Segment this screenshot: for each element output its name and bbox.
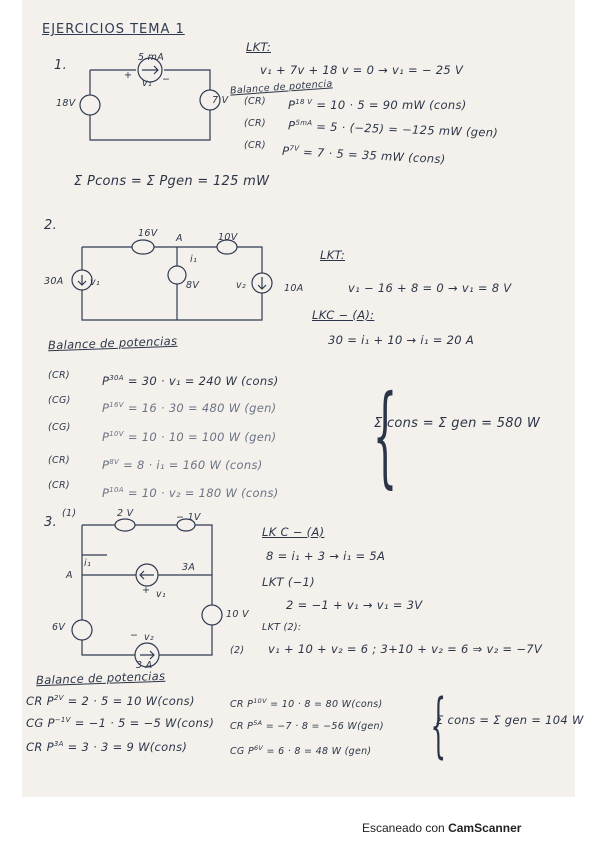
ex3-v1: v₁ <box>156 589 167 600</box>
ex3-label-3a-bottom: 3 A <box>136 660 153 671</box>
ex3-lkc-heading: LK C − (A) <box>262 525 325 539</box>
ex1-plus: + <box>124 70 133 81</box>
ex3-label-3a: 3A <box>182 562 196 573</box>
ex3-loop2: (2) <box>230 645 245 656</box>
ex1-minus: − <box>162 74 171 85</box>
ex2-v1: v₁ <box>90 277 101 288</box>
ex1-v1: v₁ <box>142 78 153 89</box>
ex3-label-m1v: − 1V <box>176 512 201 523</box>
ex1-label-18v: 18V <box>56 98 76 109</box>
ex1-balance-heading: Balance de potencia <box>229 78 333 97</box>
ex3-number: 3. <box>44 515 58 530</box>
page-title: EJERCICIOS TEMA 1 <box>42 22 185 37</box>
ex3-v2: v₂ <box>144 632 155 643</box>
ex3-lkt2-equation: v₁ + 10 + v₂ = 6 ; 3+10 + v₂ = 6 ⇒ v₂ = … <box>268 642 543 656</box>
ex3-label-2v: 2 V <box>117 508 134 519</box>
ex2-label-30a: 30A <box>44 276 64 287</box>
ex1-sum: Σ Pcons = Σ Pgen = 125 mW <box>74 174 270 189</box>
ex2-balance-heading: Balance de potencias <box>47 333 178 353</box>
ex3-brace: { <box>430 684 447 766</box>
ex3-mark: (1) <box>62 508 77 519</box>
scanner-watermark: Escaneado con CamScanner <box>362 821 521 835</box>
ex2-lkc-heading: LKC − (A): <box>312 308 375 322</box>
ex1-lkt-equation: v₁ + 7v + 18 v = 0 → v₁ = − 25 V <box>260 63 464 77</box>
scanned-sheet: EJERCICIOS TEMA 1 1. 5 mA + v₁ − 18V 7 V… <box>22 0 583 797</box>
ex2-brace: { <box>372 371 398 499</box>
ex2-number: 2. <box>44 218 58 233</box>
ex2-label-16v: 16V <box>138 228 158 239</box>
ex3-minus: − <box>130 630 139 641</box>
ex3-lkt2-heading: LKT (2): <box>262 622 302 633</box>
ex2-i1: i₁ <box>190 254 198 265</box>
ex2-lkt-equation: v₁ − 16 + 8 = 0 → v₁ = 8 V <box>348 281 512 295</box>
ex3-label-6v: 6V <box>52 622 66 633</box>
ex3-balance-heading: Balance de potencias <box>35 668 166 688</box>
ex1-label-7v: 7 V <box>212 95 229 106</box>
ex3-lkt1-heading: LKT (−1) <box>262 575 315 589</box>
ex3-circuit <box>77 520 222 665</box>
ex2-node-a: A <box>176 233 183 244</box>
ex1-lkt-heading: LKT: <box>246 40 271 54</box>
ex2-label-10v: 10V <box>218 232 238 243</box>
ex1-number: 1. <box>54 58 68 73</box>
ex2-circuit <box>72 235 282 325</box>
ex2-label-10a: 10A <box>284 283 304 294</box>
ex1-circuit <box>70 60 230 145</box>
ex3-plus: + <box>142 585 151 596</box>
ex2-lkt-heading: LKT: <box>320 248 345 262</box>
ex2-sum: Σ cons = Σ gen = 580 W <box>374 416 541 431</box>
ex3-lkt1-equation: 2 = −1 + v₁ → v₁ = 3V <box>286 598 423 612</box>
ex3-sum: Σ cons = Σ gen = 104 W <box>436 713 584 727</box>
ex2-lkc-equation: 30 = i₁ + 10 → i₁ = 20 A <box>328 333 475 347</box>
ex3-label-10v: 10 V <box>226 609 249 620</box>
ex2-label-8v: 8V <box>186 280 200 291</box>
ex3-lkc-equation: 8 = i₁ + 3 → i₁ = 5A <box>266 549 386 563</box>
ex3-node-a: A <box>66 570 73 581</box>
watermark-brand: CamScanner <box>448 821 522 835</box>
ex1-label-5ma: 5 mA <box>138 52 165 63</box>
ex3-i1: i₁ <box>84 558 92 569</box>
ex2-v2: v₂ <box>236 280 247 291</box>
watermark-prefix: Escaneado con <box>362 821 449 835</box>
